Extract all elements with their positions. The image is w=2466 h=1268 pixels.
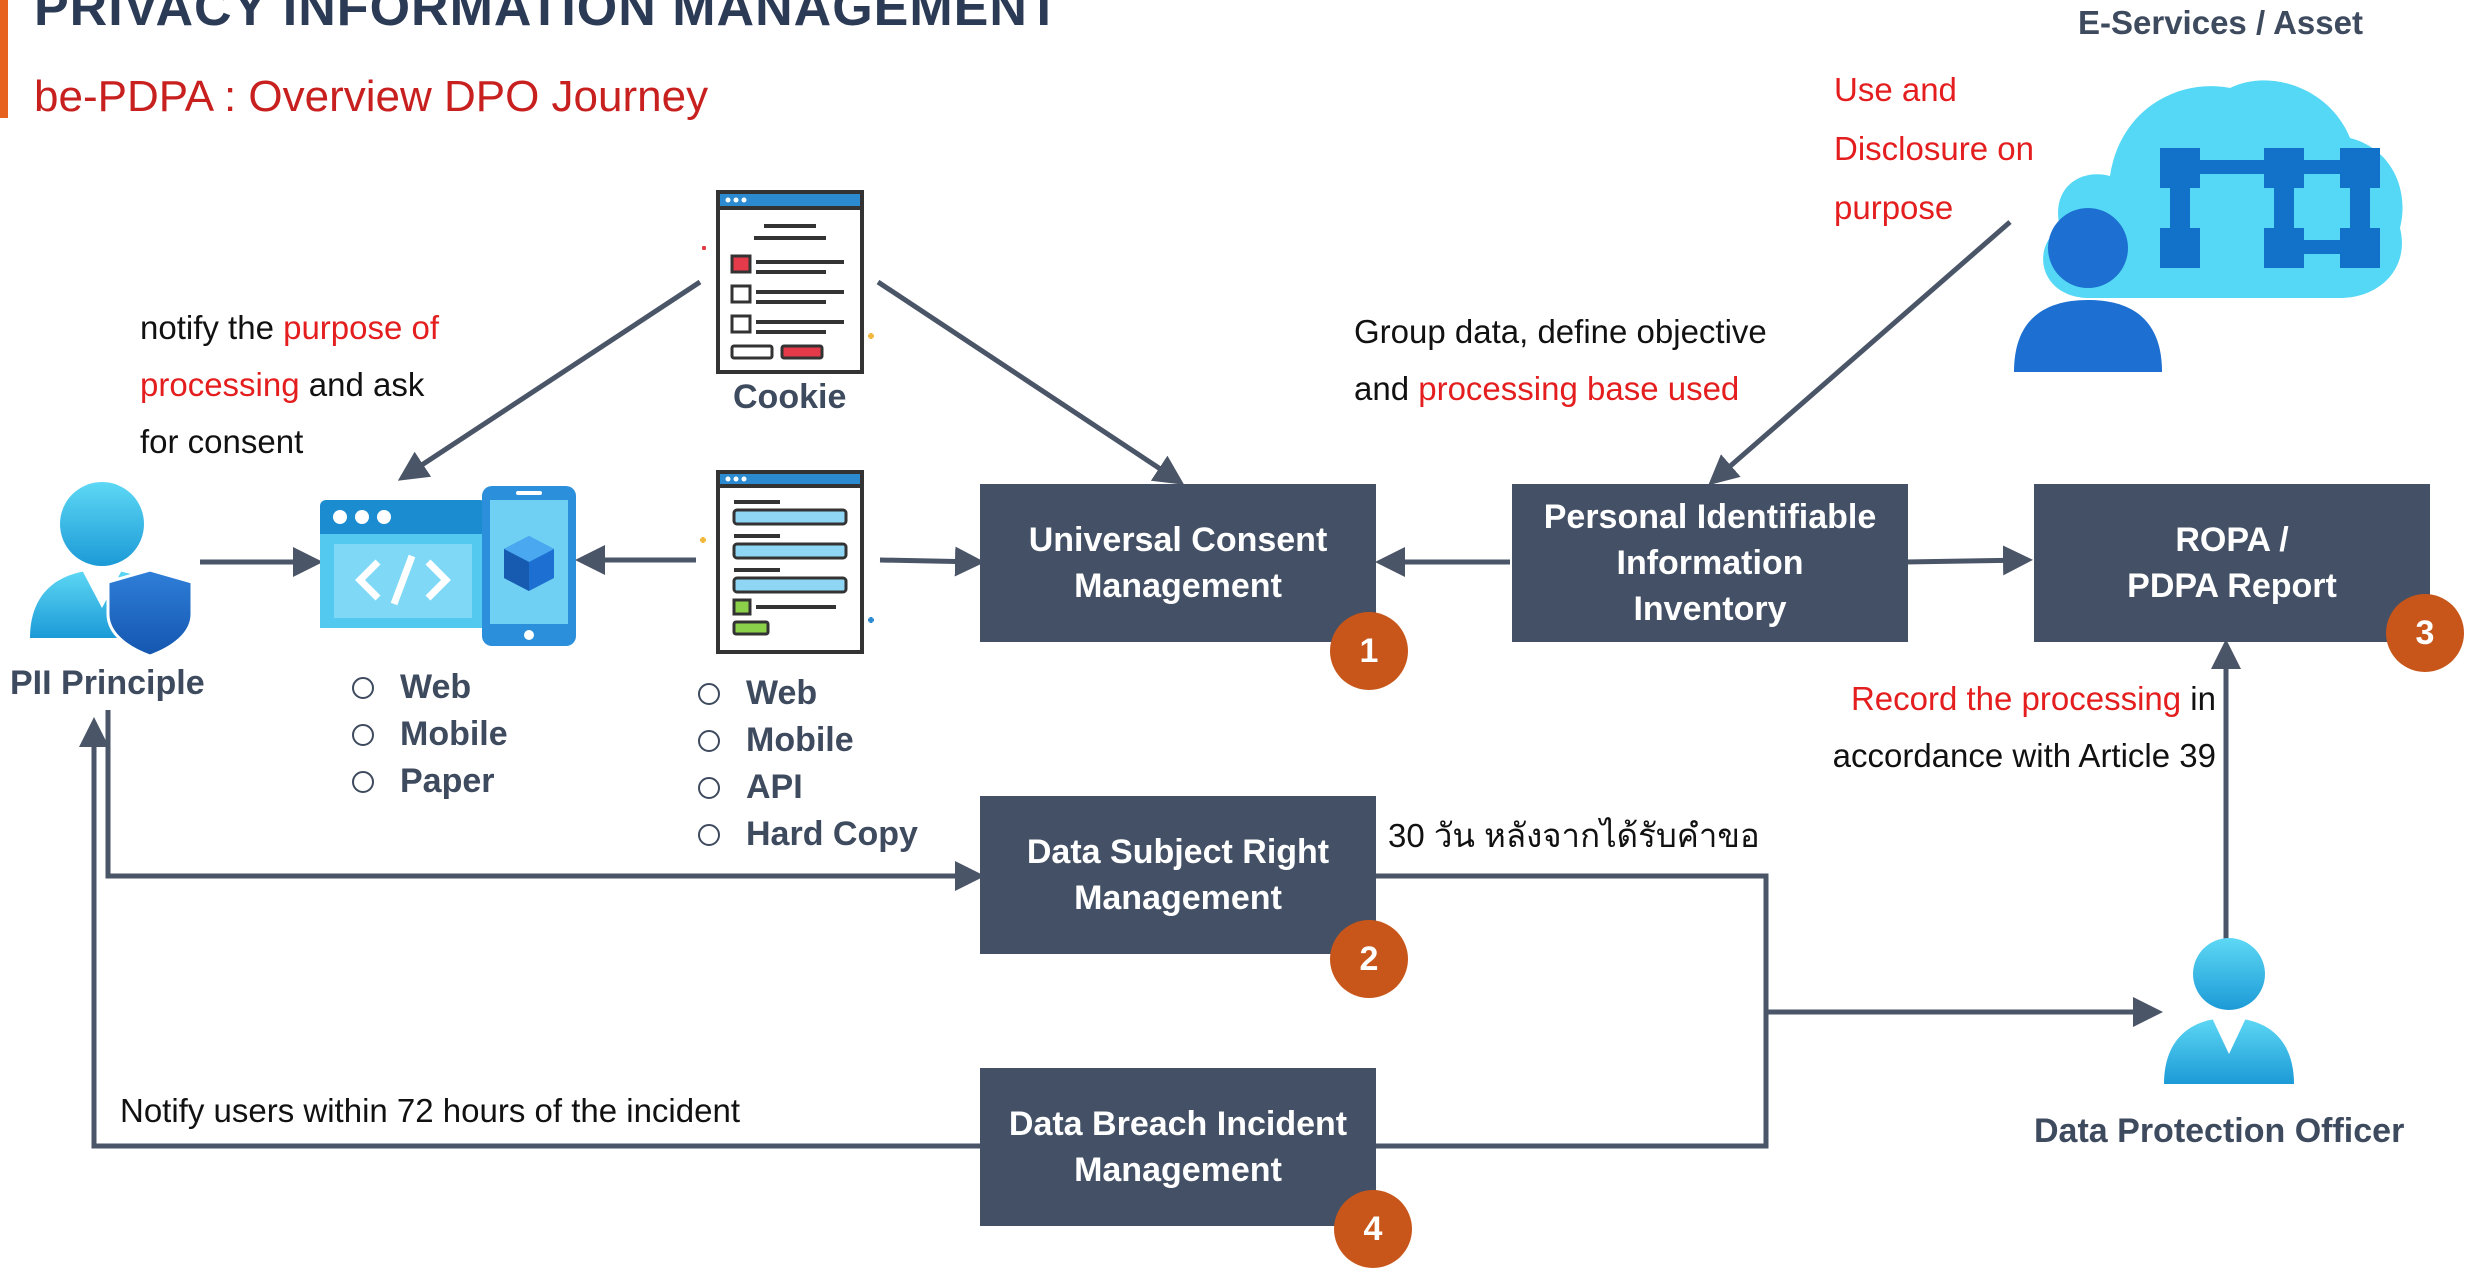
use-note: Use and Disclosure on purpose	[1834, 60, 2034, 237]
list-item: Hard Copy	[698, 811, 918, 858]
pii-line-3: Inventory	[1633, 590, 1787, 628]
ucm-line-2: Management	[1074, 567, 1282, 605]
pii-inventory-box[interactable]: Personal Identifiable Information Invent…	[1512, 484, 1908, 642]
notify-line-2a: processing	[140, 366, 300, 403]
group-note: Group data, define objective and process…	[1354, 303, 1767, 417]
group-line-1: Group data, define objective	[1354, 313, 1767, 350]
notify-line-1b: purpose of	[283, 309, 440, 346]
record-note: Record the processing in accordance with…	[1784, 670, 2216, 784]
pii-line-2: Information	[1616, 544, 1804, 582]
channels-left-list: Web Mobile Paper	[352, 664, 508, 805]
form-document-icon	[700, 470, 874, 654]
notify-note: notify the purpose of processing and ask…	[140, 299, 439, 470]
dsr-badge: 2	[1330, 920, 1408, 998]
list-item: Paper	[352, 758, 508, 805]
record-line-2: accordance with Article 39	[1832, 737, 2216, 774]
list-item: Mobile	[352, 711, 508, 758]
ropa-box[interactable]: ROPA / PDPA Report	[2034, 484, 2430, 642]
cookie-label: Cookie	[733, 378, 847, 416]
web-code-icon	[320, 500, 486, 628]
mobile-cube-icon	[482, 486, 576, 646]
use-line-3: purpose	[1834, 189, 1954, 226]
breach-box[interactable]: Data Breach Incident Management	[980, 1068, 1376, 1226]
cloud-network-icon	[2014, 80, 2403, 372]
ucm-line-1: Universal Consent	[1028, 521, 1328, 559]
ropa-line-2: PDPA Report	[2127, 567, 2337, 605]
user-icon	[2164, 938, 2294, 1084]
list-item: Web	[698, 670, 918, 717]
group-line-2b: processing base used	[1418, 370, 1740, 407]
dsr-line-1: Data Subject Right	[1026, 833, 1330, 871]
ucm-box[interactable]: Universal Consent Management	[980, 484, 1376, 642]
breach-note: Notify users within 72 hours of the inci…	[120, 1092, 740, 1129]
ucm-badge: 1	[1330, 612, 1408, 690]
user-shield-icon	[30, 482, 194, 656]
record-line-1a: Record the processing	[1850, 680, 2182, 717]
accent-bar	[0, 0, 8, 118]
group-line-2a: and	[1354, 370, 1419, 407]
ropa-line-1: ROPA /	[2175, 521, 2289, 559]
dpo-label: Data Protection Officer	[2034, 1112, 2405, 1150]
list-item: API	[698, 764, 918, 811]
dsr-note: 30 วัน หลังจากได้รับคำขอ	[1388, 817, 1760, 854]
use-line-2: Disclosure on	[1834, 130, 2034, 167]
dsr-box[interactable]: Data Subject Right Management	[980, 796, 1376, 954]
pii-line-1: Personal Identifiable	[1543, 498, 1877, 536]
breach-line-2: Management	[1074, 1151, 1282, 1189]
eservices-label: E-Services / Asset	[2078, 4, 2363, 41]
record-line-1b: in	[2181, 680, 2216, 717]
dsr-line-2: Management	[1074, 879, 1282, 917]
notify-line-1a: notify the	[140, 309, 284, 346]
pii-principle-label: PII Principle	[10, 664, 205, 702]
page-title: PRIVACY INFORMATION MANAGEMENT	[34, 0, 1061, 37]
breach-line-1: Data Breach Incident	[1008, 1105, 1348, 1143]
use-line-1: Use and	[1834, 71, 1957, 108]
notify-line-3: for consent	[140, 423, 304, 460]
notify-line-2b: and ask	[299, 366, 425, 403]
ropa-badge: 3	[2386, 594, 2464, 672]
page-subtitle: be-PDPA : Overview DPO Journey	[34, 72, 709, 121]
checklist-document-icon	[702, 190, 874, 374]
list-item: Mobile	[698, 717, 918, 764]
list-item: Web	[352, 664, 508, 711]
channels-mid-list: Web Mobile API Hard Copy	[698, 670, 918, 858]
breach-badge: 4	[1334, 1190, 1412, 1268]
